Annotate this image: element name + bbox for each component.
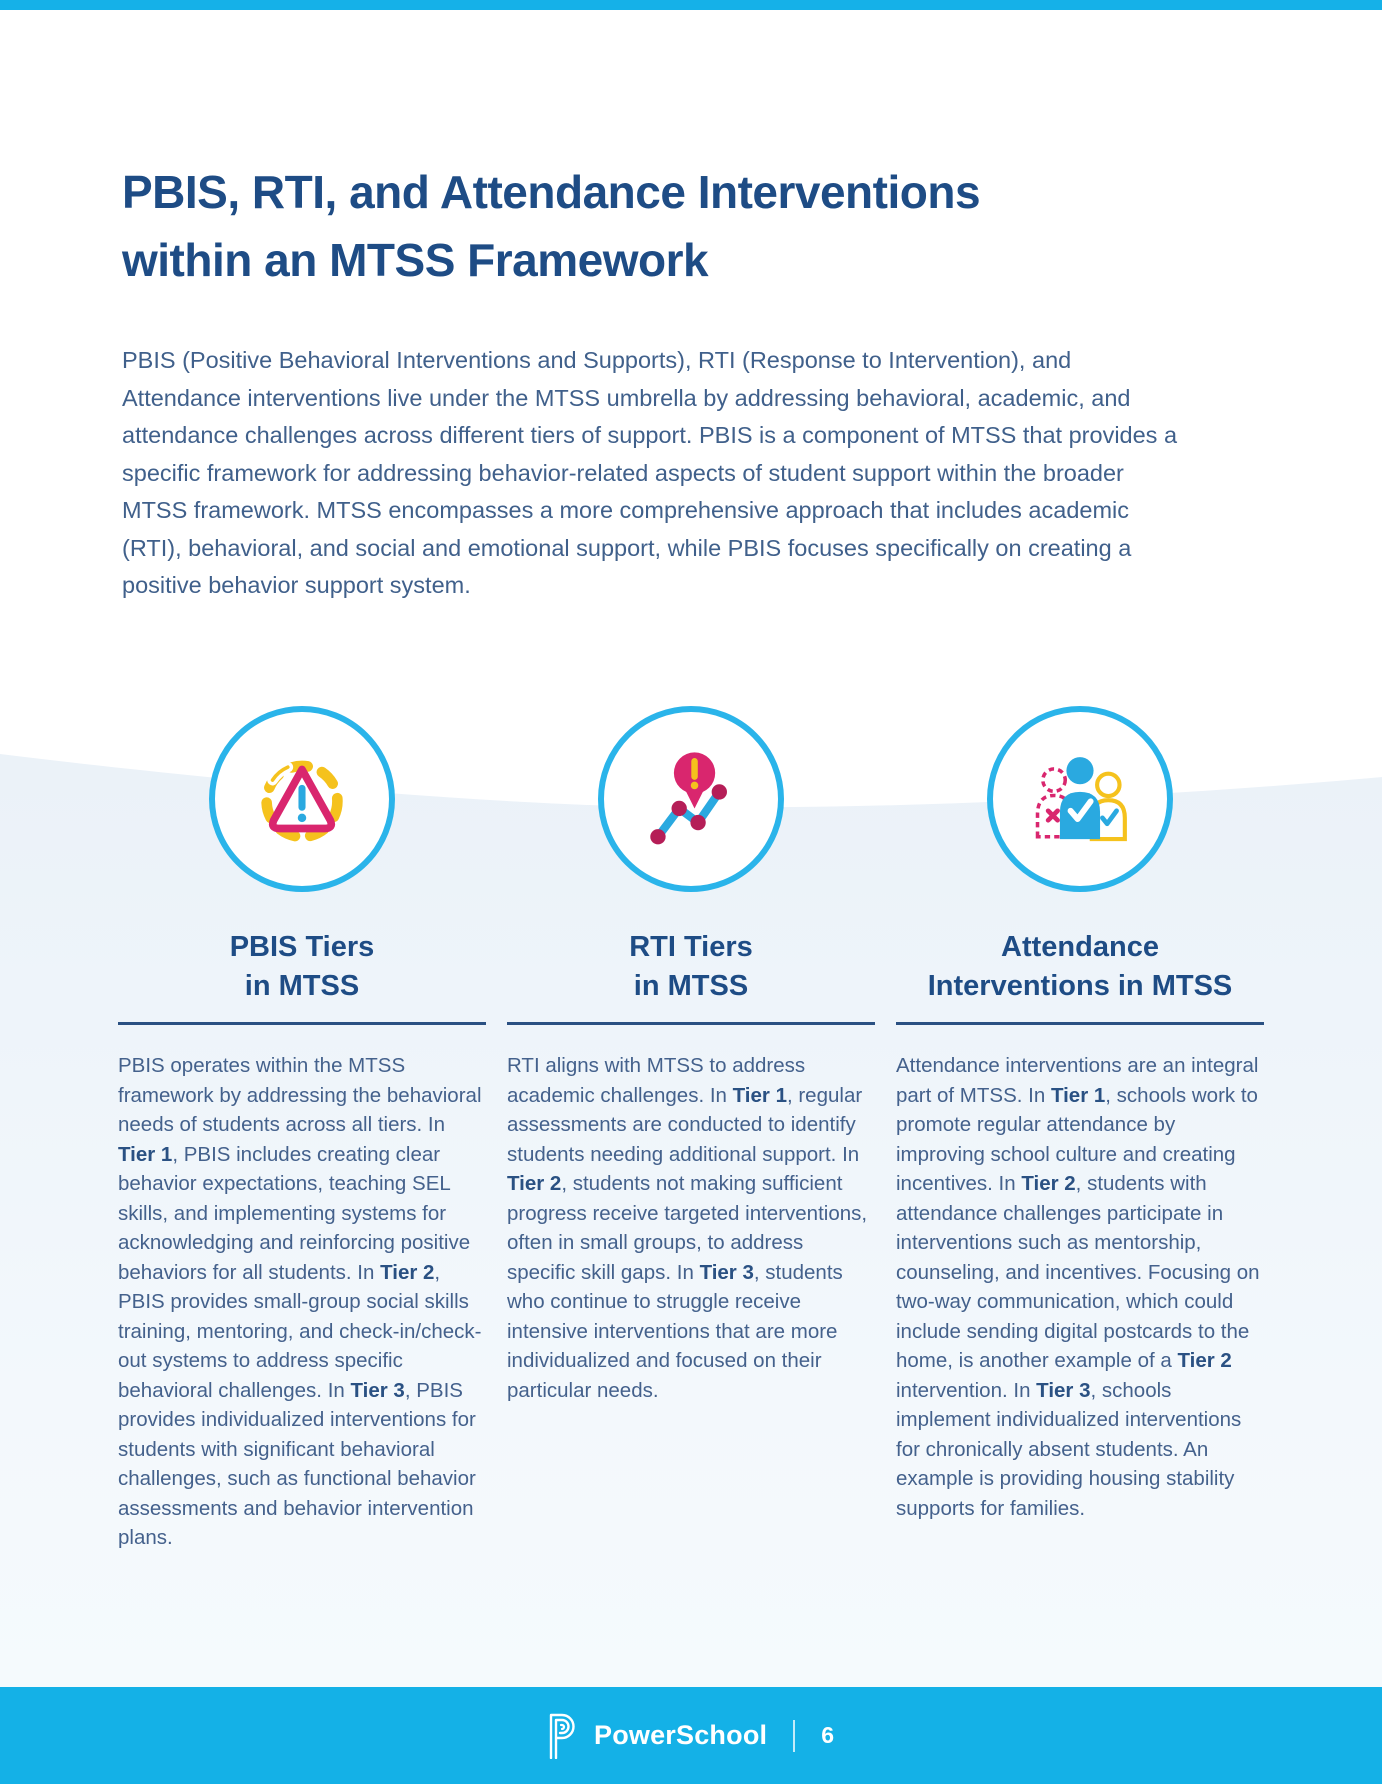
page-title-line-1: PBIS, RTI, and Attendance Interventions <box>122 166 981 218</box>
attendance-heading-line-2: Interventions in MTSS <box>927 970 1233 1002</box>
rti-heading-rule <box>507 1022 875 1025</box>
pbis-column: PBIS Tiers in MTSS PBIS operates within … <box>118 928 486 1553</box>
page-number: 6 <box>821 1722 835 1748</box>
footer-bar: PowerSchool 6 <box>0 1687 1382 1784</box>
attendance-column: Attendance Interventions in MTSS Attenda… <box>896 928 1264 1523</box>
rti-body-text: RTI aligns with MTSS to address academic… <box>507 1054 868 1402</box>
rti-heading-line-1: RTI Tiers <box>629 931 753 963</box>
page-title-line-2: within an MTSS Framework <box>122 234 709 286</box>
attendance-heading-rule <box>896 1022 1264 1025</box>
attendance-heading-line-1: Attendance <box>1001 931 1159 963</box>
people-checkmarks-icon <box>1035 757 1127 842</box>
pbis-heading-rule <box>118 1022 486 1025</box>
pbis-column-heading: PBIS Tiers in MTSS <box>118 928 486 1006</box>
pbis-heading-line-1: PBIS Tiers <box>229 931 375 963</box>
intro-paragraph: PBIS (Positive Behavioral Interventions … <box>122 347 1178 598</box>
powerschool-logo-icon <box>549 1713 575 1759</box>
warning-triangle-dashed-circle-icon <box>261 760 343 843</box>
attendance-body-text: Attendance interventions are an integral… <box>896 1054 1260 1520</box>
rti-icon-circle <box>598 706 784 892</box>
rti-heading-line-2: in MTSS <box>633 970 749 1002</box>
attendance-column-heading: Attendance Interventions in MTSS <box>896 928 1264 1006</box>
footer-content: PowerSchool 6 <box>548 1713 834 1759</box>
pbis-icon-circle <box>209 706 395 892</box>
page-title: PBIS, RTI, and Attendance Interventions … <box>122 158 1272 294</box>
trend-line-alert-pin-icon <box>650 752 727 845</box>
attendance-icon-circle <box>987 706 1173 892</box>
top-accent-bar <box>0 0 1382 10</box>
rti-column-heading: RTI Tiers in MTSS <box>507 928 875 1006</box>
pbis-body-text: PBIS operates within the MTSS framework … <box>118 1054 482 1549</box>
footer-divider <box>793 1719 796 1752</box>
footer-brand-name: PowerSchool <box>593 1720 768 1750</box>
pbis-heading-line-2: in MTSS <box>244 970 360 1002</box>
rti-column: RTI Tiers in MTSS RTI aligns with MTSS t… <box>507 928 875 1405</box>
